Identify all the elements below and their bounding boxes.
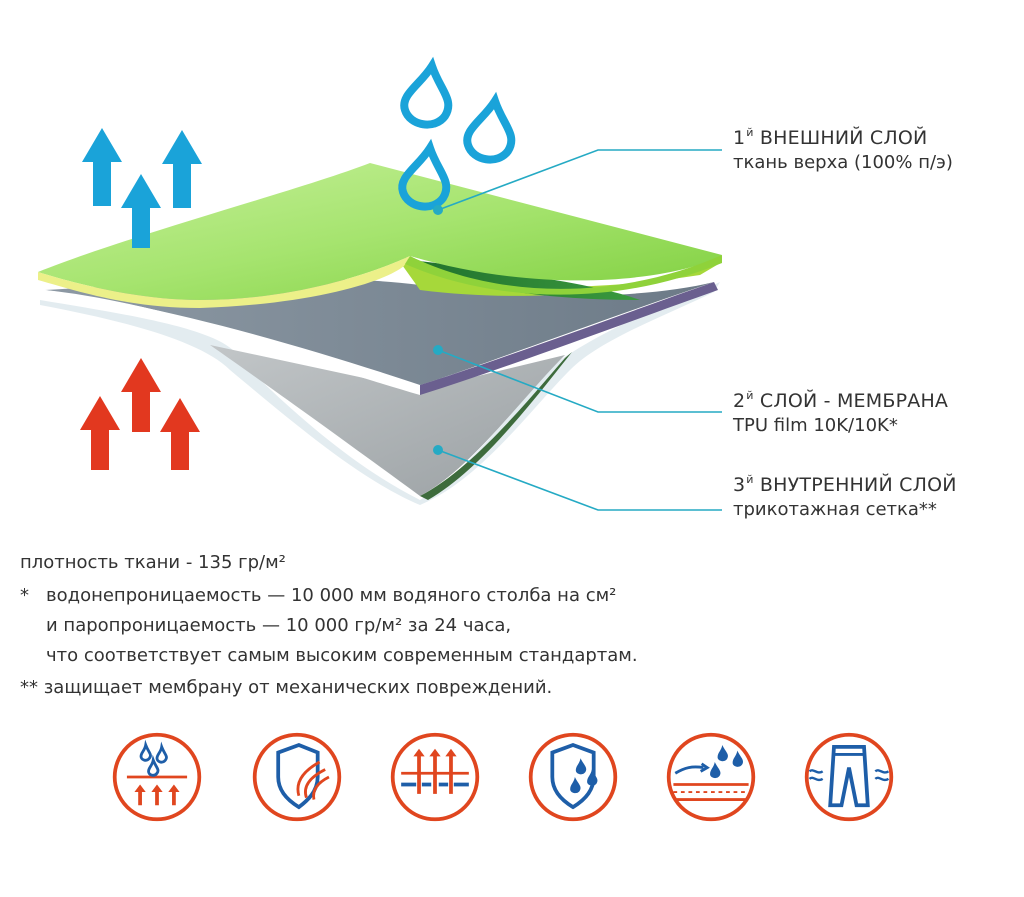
footnote-1-line3: что соответствует самым высоким современ… xyxy=(46,645,638,666)
density-note: плотность ткани - 135 гр/м² xyxy=(20,552,286,573)
layer3-label: 3й ВНУТРЕННИЙ СЛОЙ трикотажная сетка** xyxy=(733,474,957,519)
layer1-label: 1й ВНЕШНИЙ СЛОЙ ткань верха (100% п/э) xyxy=(733,127,953,172)
arrow-up-icon xyxy=(160,398,200,470)
layer2-number: 2 xyxy=(733,390,746,412)
layer1-sup: й xyxy=(746,126,754,139)
water-repellent-icon xyxy=(666,732,756,822)
layer1-title: ВНЕШНИЙ СЛОЙ xyxy=(759,127,928,149)
inner-layer xyxy=(40,282,720,505)
arrow-up-icon xyxy=(121,174,161,248)
outer-layer xyxy=(38,163,722,308)
layer3-number: 3 xyxy=(733,474,746,496)
footnote-1-line1: водонепроницаемость — 10 000 мм водяного… xyxy=(46,585,617,606)
vapor-arrows xyxy=(82,128,202,248)
footnote-1-line2: и паропроницаемость — 10 000 гр/м² за 24… xyxy=(46,615,512,636)
leader-dot xyxy=(433,445,443,455)
leader-dot xyxy=(433,345,443,355)
water-drop-icon xyxy=(463,91,516,164)
layer2-label: 2й СЛОЙ - МЕМБРАНА TPU film 10K/10K* xyxy=(733,390,948,435)
breathable-icon xyxy=(112,732,202,822)
footnote-star-mark: * xyxy=(20,585,29,606)
wind-shield-icon xyxy=(252,732,342,822)
layer3-sup: й xyxy=(746,473,754,486)
layer2-sup: й xyxy=(746,389,754,402)
water-drops xyxy=(398,56,516,211)
arrow-up-icon xyxy=(121,358,161,432)
vapor-permeable-icon xyxy=(390,732,480,822)
layer3-sub: трикотажная сетка** xyxy=(733,499,937,520)
water-drop-icon xyxy=(398,138,451,211)
leader-dot xyxy=(433,205,443,215)
waterproof-shield-icon xyxy=(528,732,618,822)
water-drop-icon xyxy=(400,56,453,129)
layer1-number: 1 xyxy=(733,127,746,149)
footnote-2: ** защищает мембрану от механических пов… xyxy=(20,677,553,698)
pants-icon xyxy=(804,732,894,822)
feature-icons xyxy=(0,730,1024,830)
layer1-sub: ткань верха (100% п/э) xyxy=(733,152,953,173)
arrow-up-icon xyxy=(82,128,122,206)
heat-arrows xyxy=(80,358,200,470)
arrow-up-icon xyxy=(80,396,120,470)
layer3-title: ВНУТРЕННИЙ СЛОЙ xyxy=(759,474,957,496)
arrow-up-icon xyxy=(162,130,202,208)
layer2-title: СЛОЙ - МЕМБРАНА xyxy=(759,390,949,412)
layer2-sub: TPU film 10K/10K* xyxy=(733,415,898,436)
leader-lines xyxy=(437,149,722,511)
fabric-layers-diagram xyxy=(38,56,722,511)
